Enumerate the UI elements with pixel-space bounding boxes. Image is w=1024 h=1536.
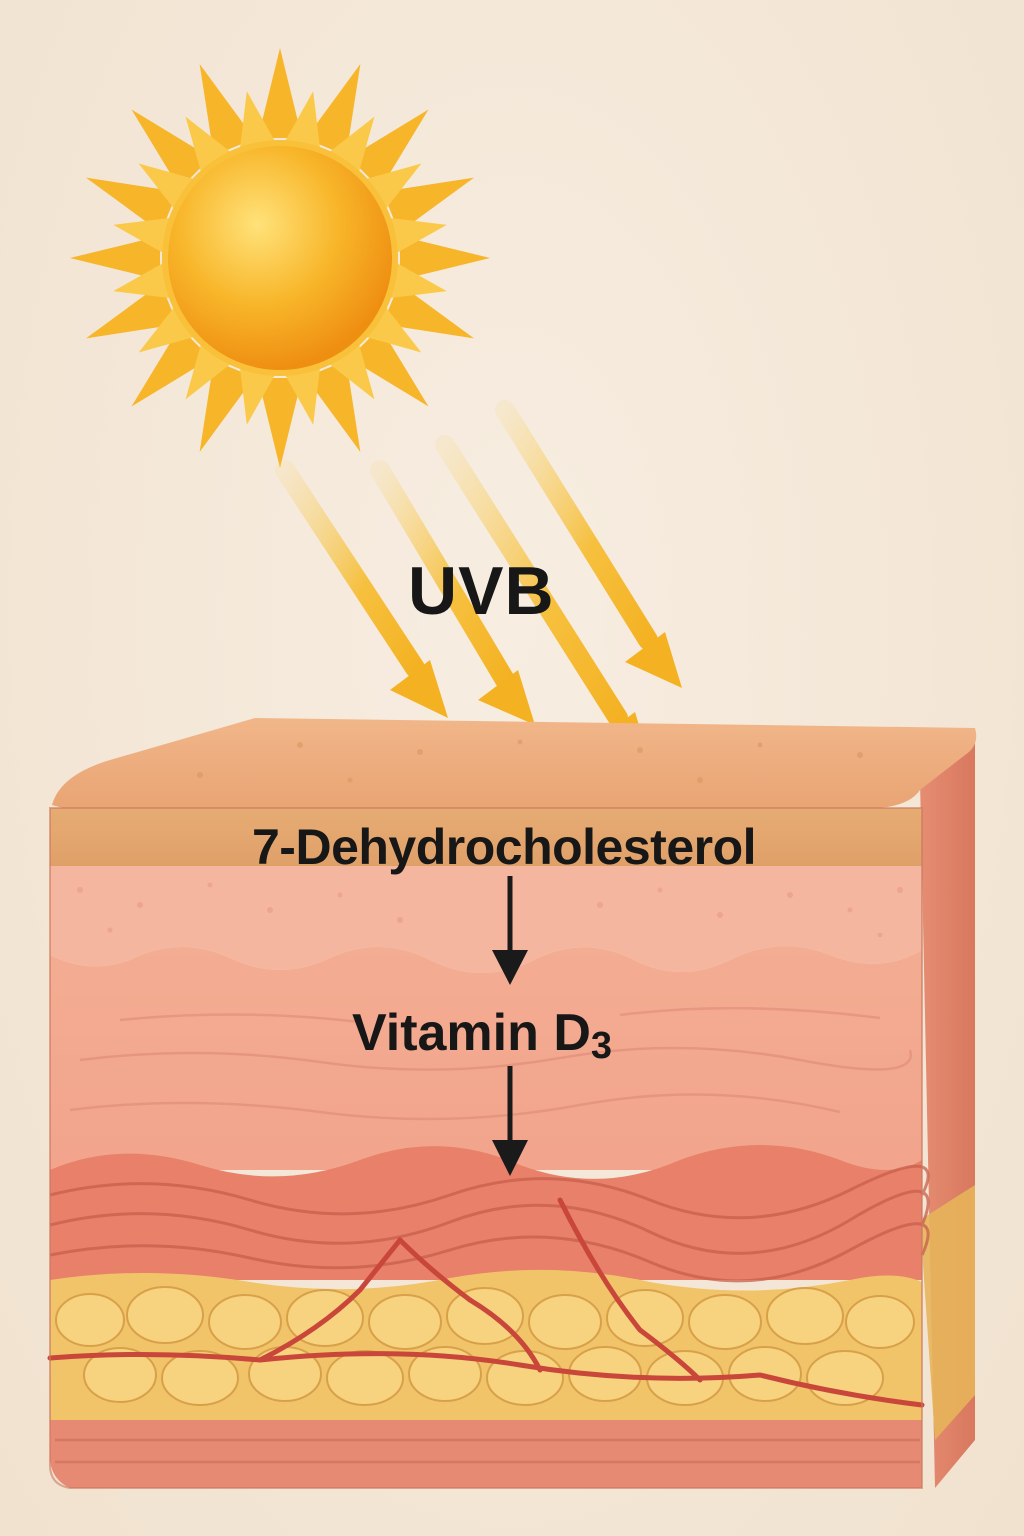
- skin-surface: [52, 718, 977, 810]
- epidermis-layer: [50, 866, 922, 974]
- sun-icon: [70, 48, 490, 468]
- conversion-arrow-1: [492, 876, 528, 985]
- uvb-ray-arrow: [495, 400, 682, 688]
- vitamin-d-text: Vitamin D: [352, 1004, 591, 1062]
- uvb-ray-arrow: [370, 460, 535, 725]
- precursor-label: 7-Dehydrocholesterol: [252, 819, 757, 875]
- conversion-arrow-2: [492, 1066, 528, 1176]
- vitamin-d-subscript: 3: [590, 1025, 613, 1067]
- uvb-rays: [275, 400, 682, 768]
- skin-cross-section: [47, 718, 977, 1489]
- uvb-ray-arrow: [275, 460, 448, 718]
- dermis-layer: [50, 946, 922, 1170]
- blood-vessels: [47, 1197, 925, 1408]
- deep-tissue-layer: [50, 1420, 922, 1488]
- uvb-label: UVB: [408, 553, 555, 629]
- epidermis-outer-layer: [50, 808, 922, 868]
- vitamin-d3-label: Vitamin D3: [352, 1003, 612, 1067]
